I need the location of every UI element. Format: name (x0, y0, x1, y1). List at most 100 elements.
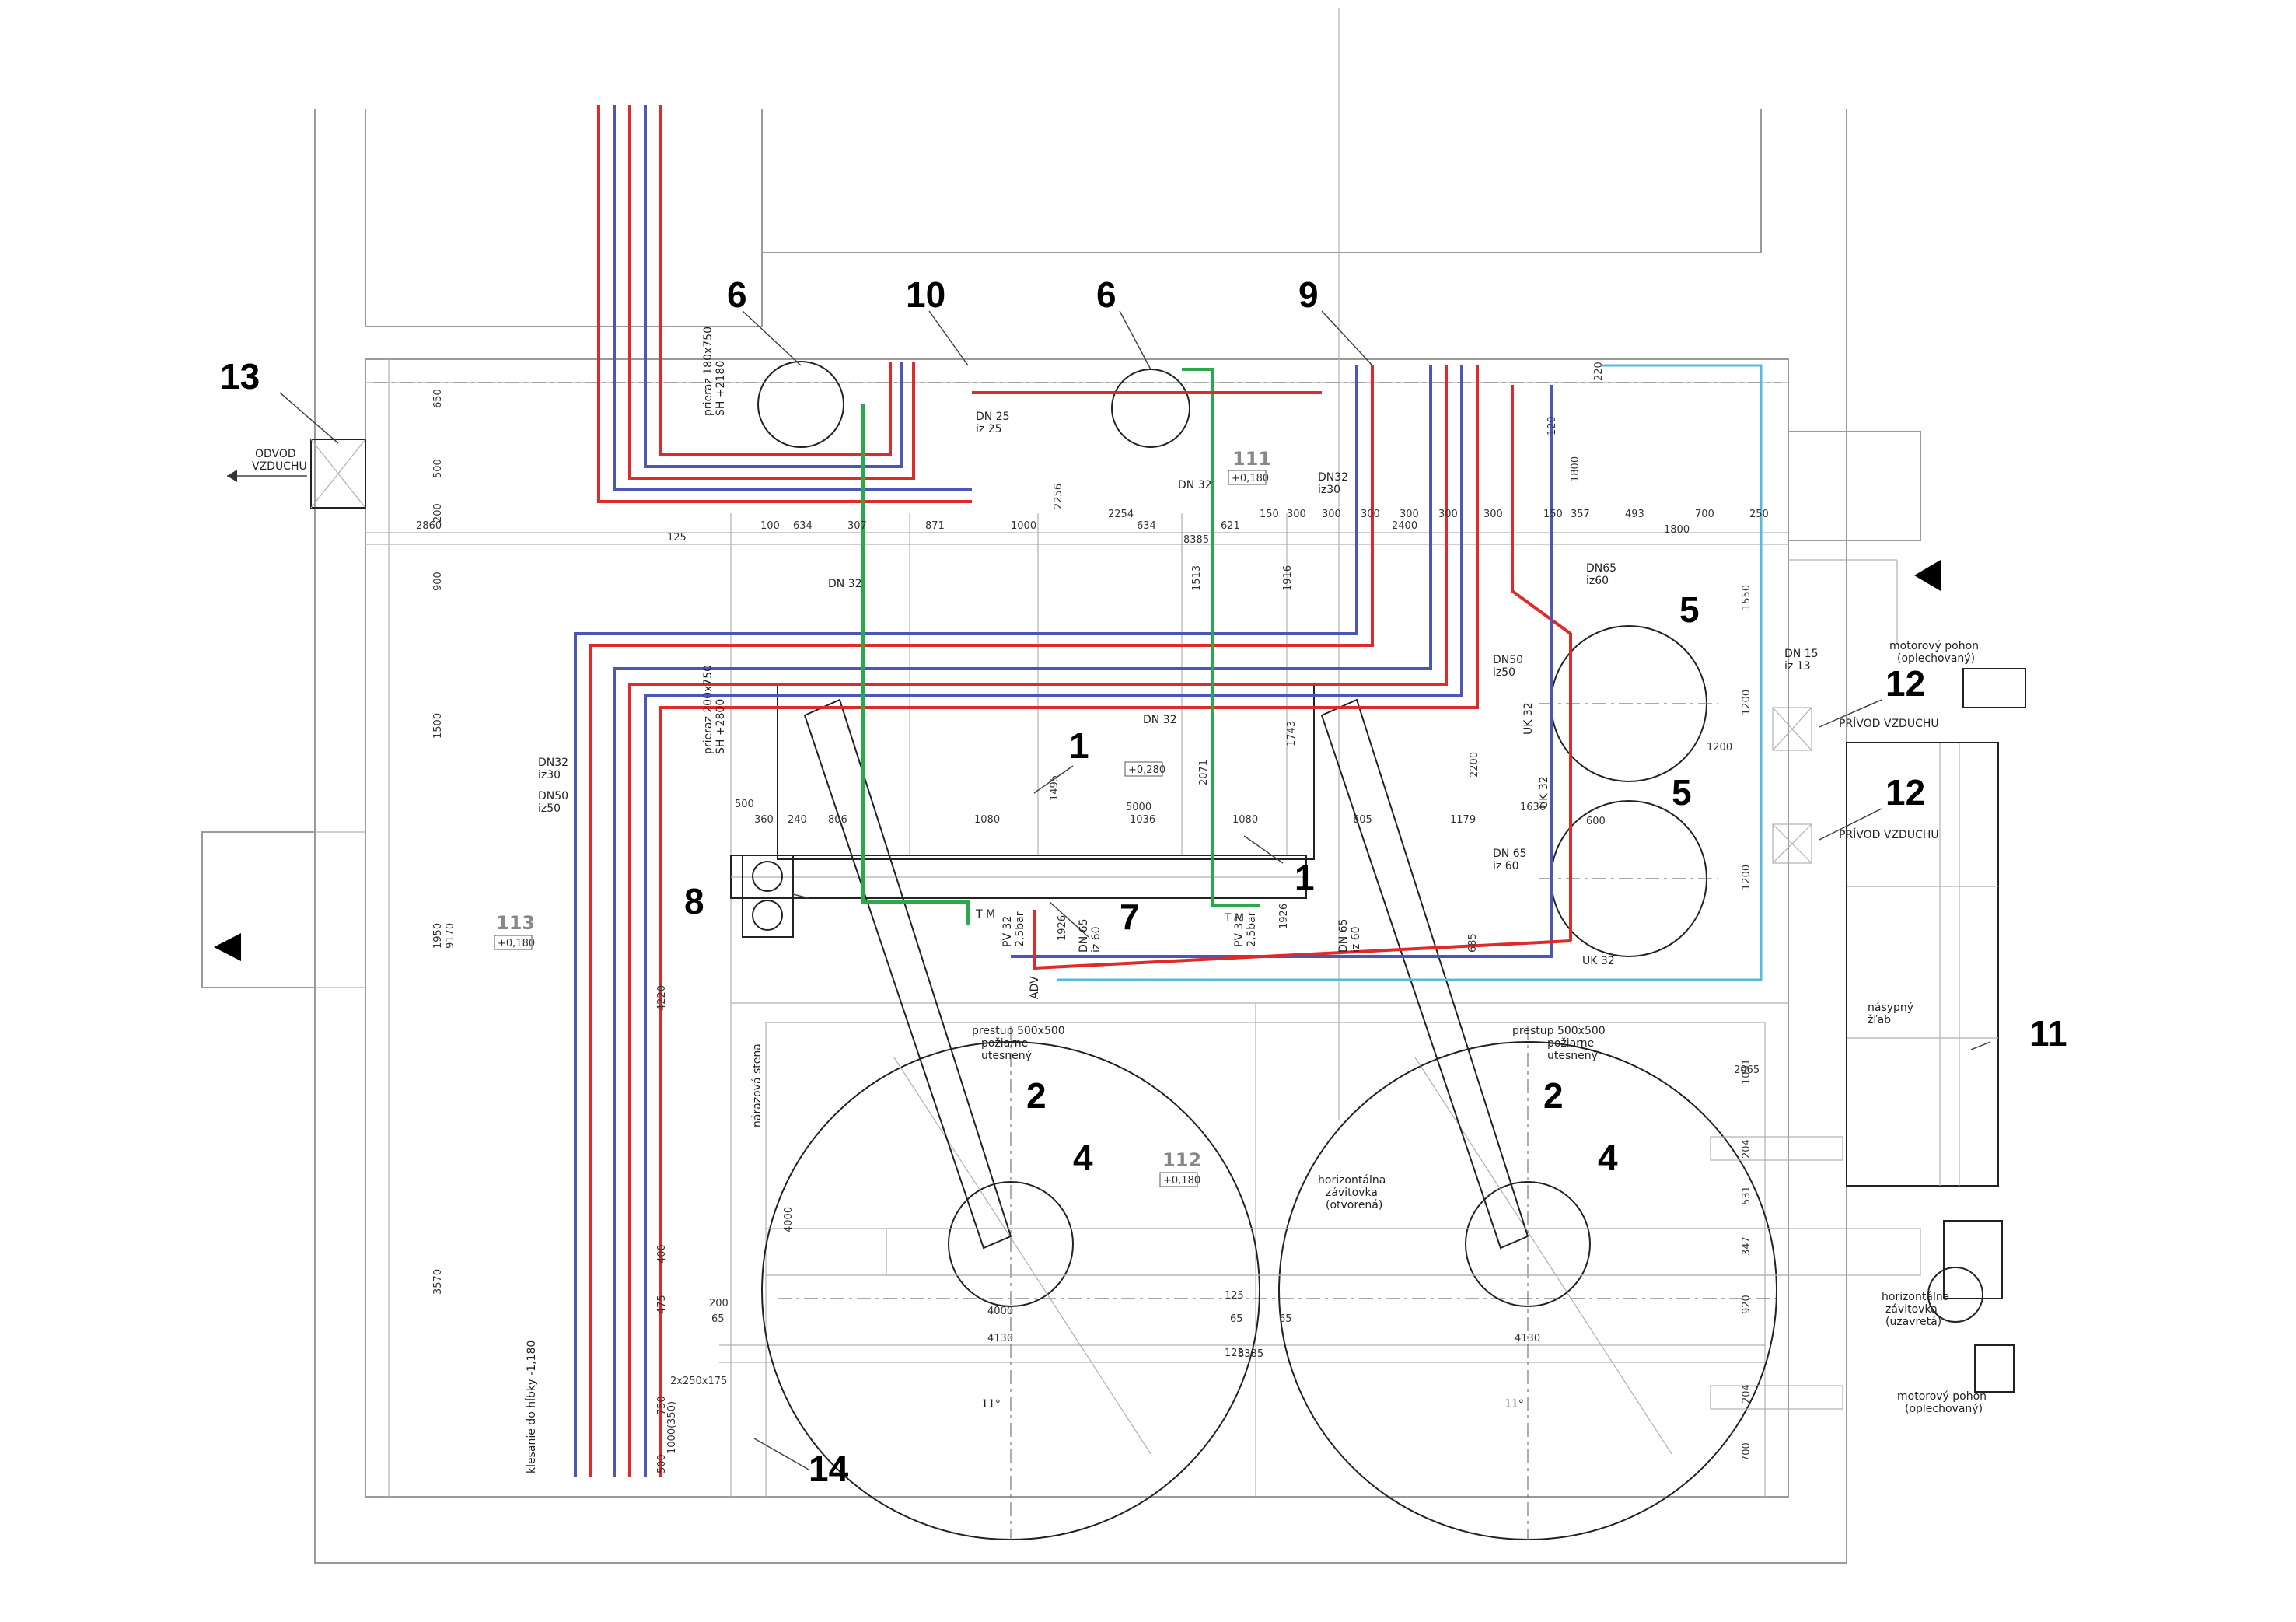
dim-500a: 500 (432, 459, 444, 478)
note-dn32iz30: DN32 (1318, 471, 1348, 484)
marker-6-left: 6 (727, 274, 747, 315)
dim-3570: 3570 (432, 1269, 444, 1295)
note-prestup-2a: prestup 500x500 (1512, 1025, 1606, 1037)
direction-arrows (214, 470, 1941, 961)
dim-750: 750 (656, 1396, 668, 1415)
marker-1-upper: 1 (1069, 725, 1089, 766)
dimensions: 2860 125 100 634 307 871 1000 2254 634 6… (416, 362, 1769, 1473)
upper-equipment (730, 361, 2026, 1410)
dim-2071: 2071 (1198, 760, 1210, 785)
dim-125c: 125 (1225, 1348, 1244, 1359)
dim-500b: 500 (735, 799, 754, 810)
arrow-left-icon (1914, 560, 1941, 591)
dim-120: 120 (1546, 416, 1558, 435)
dim-1636: 1636 (1520, 802, 1546, 813)
dim-1091: 1091 (1741, 1059, 1753, 1085)
note-deg1: 11° (981, 1398, 1001, 1411)
dim-1080a: 1080 (974, 814, 1000, 826)
note-dn32iz30-left: DN32 (538, 757, 568, 769)
marker-5-upper: 5 (1679, 589, 1700, 630)
dim-4220: 4220 (656, 985, 668, 1011)
dim-9170: 9170 (445, 923, 456, 949)
note-dn65-3b: iz 60 (1350, 926, 1362, 953)
marker-12-upper: 12 (1885, 663, 1925, 704)
marker-2-left: 2 (1026, 1075, 1047, 1116)
marker-13: 13 (220, 356, 260, 397)
dim-1080b: 1080 (1232, 814, 1258, 826)
dim-1926a: 1926 (1057, 915, 1068, 941)
dim-700: 700 (1695, 509, 1714, 520)
dim-500c: 500 (656, 1454, 668, 1473)
note-dn65-2b: iz 60 (1090, 926, 1103, 953)
dim-700b: 700 (1741, 1442, 1753, 1462)
note-horiz-2b: závitovka (1885, 1303, 1938, 1316)
dim-200a: 200 (432, 503, 444, 523)
dim-150b: 150 (1543, 509, 1563, 520)
marker-9: 9 (1298, 274, 1319, 315)
room-113-level: +0,180 (498, 938, 535, 949)
dim-357: 357 (1571, 509, 1590, 520)
notes: ODVOD VZDUCHU PRÍVOD VZDUCHU PRÍVOD VZDU… (252, 327, 1987, 1473)
note-dn25: DN 25 (976, 411, 1010, 423)
note-1000-350: 1000(350) (666, 1401, 678, 1454)
dim-307: 307 (847, 520, 867, 532)
note-prestup-1b: požiarne (981, 1037, 1028, 1050)
marker-1-lower: 1 (1295, 858, 1315, 898)
dim-150a: 150 (1260, 509, 1279, 520)
silos (761, 1026, 1788, 1540)
note-privod-1: PRÍVOD VZDUCHU (1839, 717, 1939, 730)
note-dn15b: iz 13 (1784, 660, 1811, 673)
dim-5000: 5000 (1126, 802, 1151, 813)
dim-250: 250 (1749, 509, 1769, 520)
dim-805: 805 (1353, 814, 1372, 826)
note-dn32iz30b: iz30 (1318, 484, 1340, 496)
note-dn50iz50-right-b: iz50 (1493, 666, 1515, 679)
note-vzduchu: VZDUCHU (252, 460, 307, 473)
note-privod-2: PRÍVOD VZDUCHU (1839, 828, 1939, 841)
dim-65b: 65 (1279, 1313, 1292, 1325)
note-uk32b: UK 32 (1522, 702, 1535, 735)
dim-1036: 1036 (1130, 814, 1155, 826)
note-dn50iz50b: iz50 (538, 802, 561, 815)
note-dn65-1: DN 65 (1493, 848, 1527, 860)
dim-493: 493 (1625, 509, 1644, 520)
room-113: 113 (496, 912, 535, 934)
dim-2065: 2065 (1734, 1064, 1760, 1076)
room-labels: 111 +0,180 112 +0,180 113 +0,180 +0,280 (494, 448, 1271, 1187)
note-motor-2b: (oplechovaný) (1905, 1403, 1983, 1415)
note-uk32a: UK 32 (1582, 955, 1615, 967)
dim-634b: 634 (1137, 520, 1156, 532)
dim-1200a: 1200 (1741, 690, 1753, 715)
dim-2860: 2860 (416, 520, 442, 532)
dim-240: 240 (788, 814, 807, 826)
dim-2200: 2200 (1469, 752, 1480, 778)
dim-100: 100 (760, 520, 780, 532)
marker-10: 10 (906, 274, 945, 315)
note-prestup-2c: utesnený (1547, 1050, 1598, 1062)
dim-621: 621 (1221, 520, 1240, 532)
note-slope: 2x250x175 (670, 1376, 727, 1387)
note-dn50iz50: DN50 (538, 790, 568, 802)
dim-1916: 1916 (1282, 565, 1294, 591)
dim-200b: 200 (709, 1298, 729, 1309)
dim-871: 871 (925, 520, 945, 532)
note-dn65-3: DN 65 (1337, 918, 1350, 953)
dim-360: 360 (754, 814, 774, 826)
note-horiz-1a: horizontálna (1318, 1174, 1386, 1187)
note-pv32bb: 2,5bar (1246, 911, 1258, 947)
dim-65c: 65 (711, 1313, 725, 1325)
dim-8385b: 8385 (1238, 1348, 1263, 1360)
dim-475: 475 (656, 1295, 668, 1314)
note-motor-2a: motorový pohon (1897, 1390, 1987, 1403)
marker-6-right: 6 (1096, 274, 1117, 315)
dim-4000a: 4000 (783, 1207, 795, 1232)
dim-1200c: 1200 (1707, 742, 1732, 753)
level-0280: +0,280 (1128, 764, 1165, 776)
note-dn25b: iz 25 (976, 423, 1002, 435)
marker-11: 11 (2029, 1013, 2067, 1054)
note-uk32c: UK 32 (1538, 776, 1550, 809)
dim-4130b: 4130 (1515, 1333, 1540, 1344)
dim-2254: 2254 (1108, 509, 1134, 520)
dim-8385a: 8385 (1183, 534, 1209, 546)
marker-7: 7 (1120, 897, 1140, 937)
